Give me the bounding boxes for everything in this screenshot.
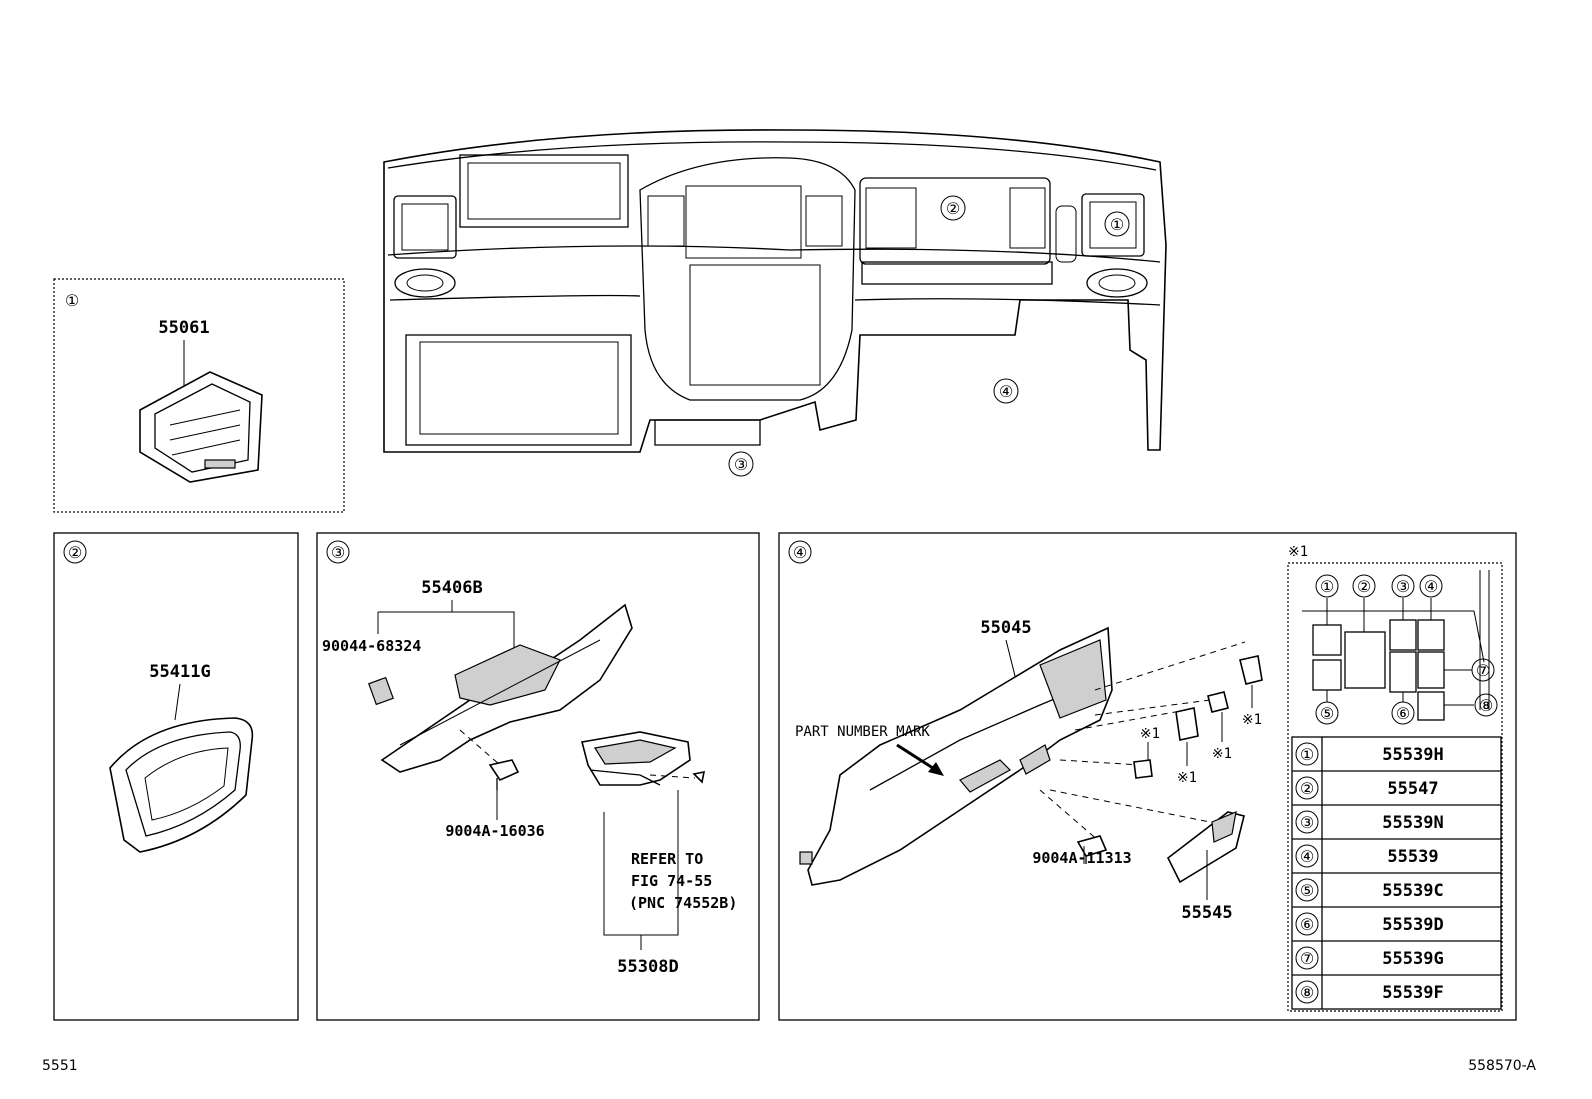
part-90044-68324-label: 90044-68324 (322, 637, 421, 655)
refer-line-1: REFER TO (631, 850, 703, 868)
footer-left-code: 5551 (42, 1058, 78, 1074)
refer-line-2: FIG 74-55 (631, 872, 712, 890)
legend-row-marker: ④ (1300, 847, 1314, 866)
panel-4-marker: ④ (793, 543, 807, 562)
glove-compartment-part (581, 731, 691, 786)
part-55308D-label: 55308D (617, 957, 678, 977)
legend-row-marker: ② (1300, 779, 1314, 798)
legend-row-marker: ⑤ (1300, 881, 1314, 900)
part-9004A-16036-label: 9004A-16036 (445, 822, 544, 840)
legend-row-marker: ① (1300, 745, 1314, 764)
legend-table: ① 55539H ② 55547 ③ 55539N ④ 55539 ⑤ (1291, 736, 1502, 1010)
refer-line-3: (PNC 74552B) (629, 894, 737, 912)
grid-marker-4: ④ (1424, 577, 1438, 596)
grid-marker-5: ⑤ (1320, 704, 1334, 723)
dashboard-overview: ② ① ④ ③ (383, 129, 1167, 477)
legend-row-marker: ⑦ (1300, 949, 1314, 968)
legend-row-part: 55539G (1382, 949, 1443, 969)
grid-marker-7: ⑦ (1476, 661, 1490, 680)
star-note-c: ※1 (1177, 770, 1197, 786)
legend-row: ⑦ 55539G (1295, 946, 1444, 970)
panel-1: ① 55061 (53, 278, 345, 513)
legend-row-part: 55539H (1382, 745, 1443, 765)
legend-grid-markers: ① ② ③ ④ ⑤ ⑥ ⑦ ⑧ (1315, 574, 1498, 725)
panel-3-marker: ③ (331, 543, 345, 562)
legend-title: ※1 (1288, 544, 1308, 560)
overview-marker-4: ④ (999, 382, 1013, 401)
glove-box-panel-part (799, 626, 1113, 886)
air-vent-part (139, 371, 263, 483)
lid-part (1166, 811, 1245, 884)
legend-row-part: 55539N (1382, 813, 1443, 833)
part-55545-label: 55545 (1181, 903, 1232, 923)
screw-part (488, 759, 520, 790)
clip-parts (1133, 655, 1263, 779)
grid-marker-3: ③ (1396, 577, 1410, 596)
legend-row-part: 55539F (1382, 983, 1443, 1003)
cluster-bezel-part (109, 717, 254, 853)
star-note-a: ※1 (1242, 712, 1262, 728)
legend-row-marker: ③ (1300, 813, 1314, 832)
overview-marker-3: ③ (734, 455, 748, 474)
panel-4: ④ 55045 PART NUMBER MARK ※1 ※1 ※1 (778, 532, 1517, 1021)
part-9004A-11313-label: 9004A-11313 (1032, 849, 1131, 867)
legend-row-part: 55547 (1387, 779, 1438, 799)
legend-row-marker: ⑧ (1300, 983, 1314, 1002)
footer-right-code: 558570-A (1468, 1058, 1536, 1074)
part-number-mark-note: PART NUMBER MARK (795, 724, 930, 740)
lower-panel-part (368, 603, 633, 773)
grid-marker-8: ⑧ (1479, 696, 1493, 715)
panel-2: ② 55411G (53, 532, 299, 1021)
grid-marker-2: ② (1357, 577, 1371, 596)
legend-row: ⑧ 55539F (1295, 980, 1444, 1004)
legend-grid (1302, 570, 1490, 721)
grid-marker-1: ① (1320, 577, 1334, 596)
legend-row-part: 55539C (1382, 881, 1443, 901)
overview-marker-2: ② (946, 199, 960, 218)
legend-row: ⑥ 55539D (1295, 912, 1444, 936)
part-55406B-label: 55406B (421, 578, 482, 598)
legend-row: ② 55547 (1295, 776, 1439, 800)
legend-row: ④ 55539 (1295, 844, 1439, 868)
panel-1-marker: ① (65, 291, 79, 310)
screw-part-4 (1076, 835, 1108, 864)
legend-row: ⑤ 55539C (1295, 878, 1444, 902)
grid-marker-6: ⑥ (1396, 704, 1410, 723)
legend-row-part: 55539 (1387, 847, 1438, 867)
legend-row: ① 55539H (1295, 742, 1444, 766)
overview-marker-1: ① (1110, 215, 1124, 234)
legend-row-marker: ⑥ (1300, 915, 1314, 934)
part-55061-label: 55061 (158, 318, 209, 338)
legend-row: ③ 55539N (1295, 810, 1444, 834)
part-55411G-label: 55411G (149, 662, 210, 682)
star-note-b: ※1 (1212, 746, 1232, 762)
star-note-d: ※1 (1140, 726, 1160, 742)
panel-2-marker: ② (68, 543, 82, 562)
legend-row-part: 55539D (1382, 915, 1443, 935)
part-55045-label: 55045 (980, 618, 1031, 638)
panel-3: ③ 55406B 90044-68324 9004A-16036 REFER T… (316, 532, 760, 1021)
